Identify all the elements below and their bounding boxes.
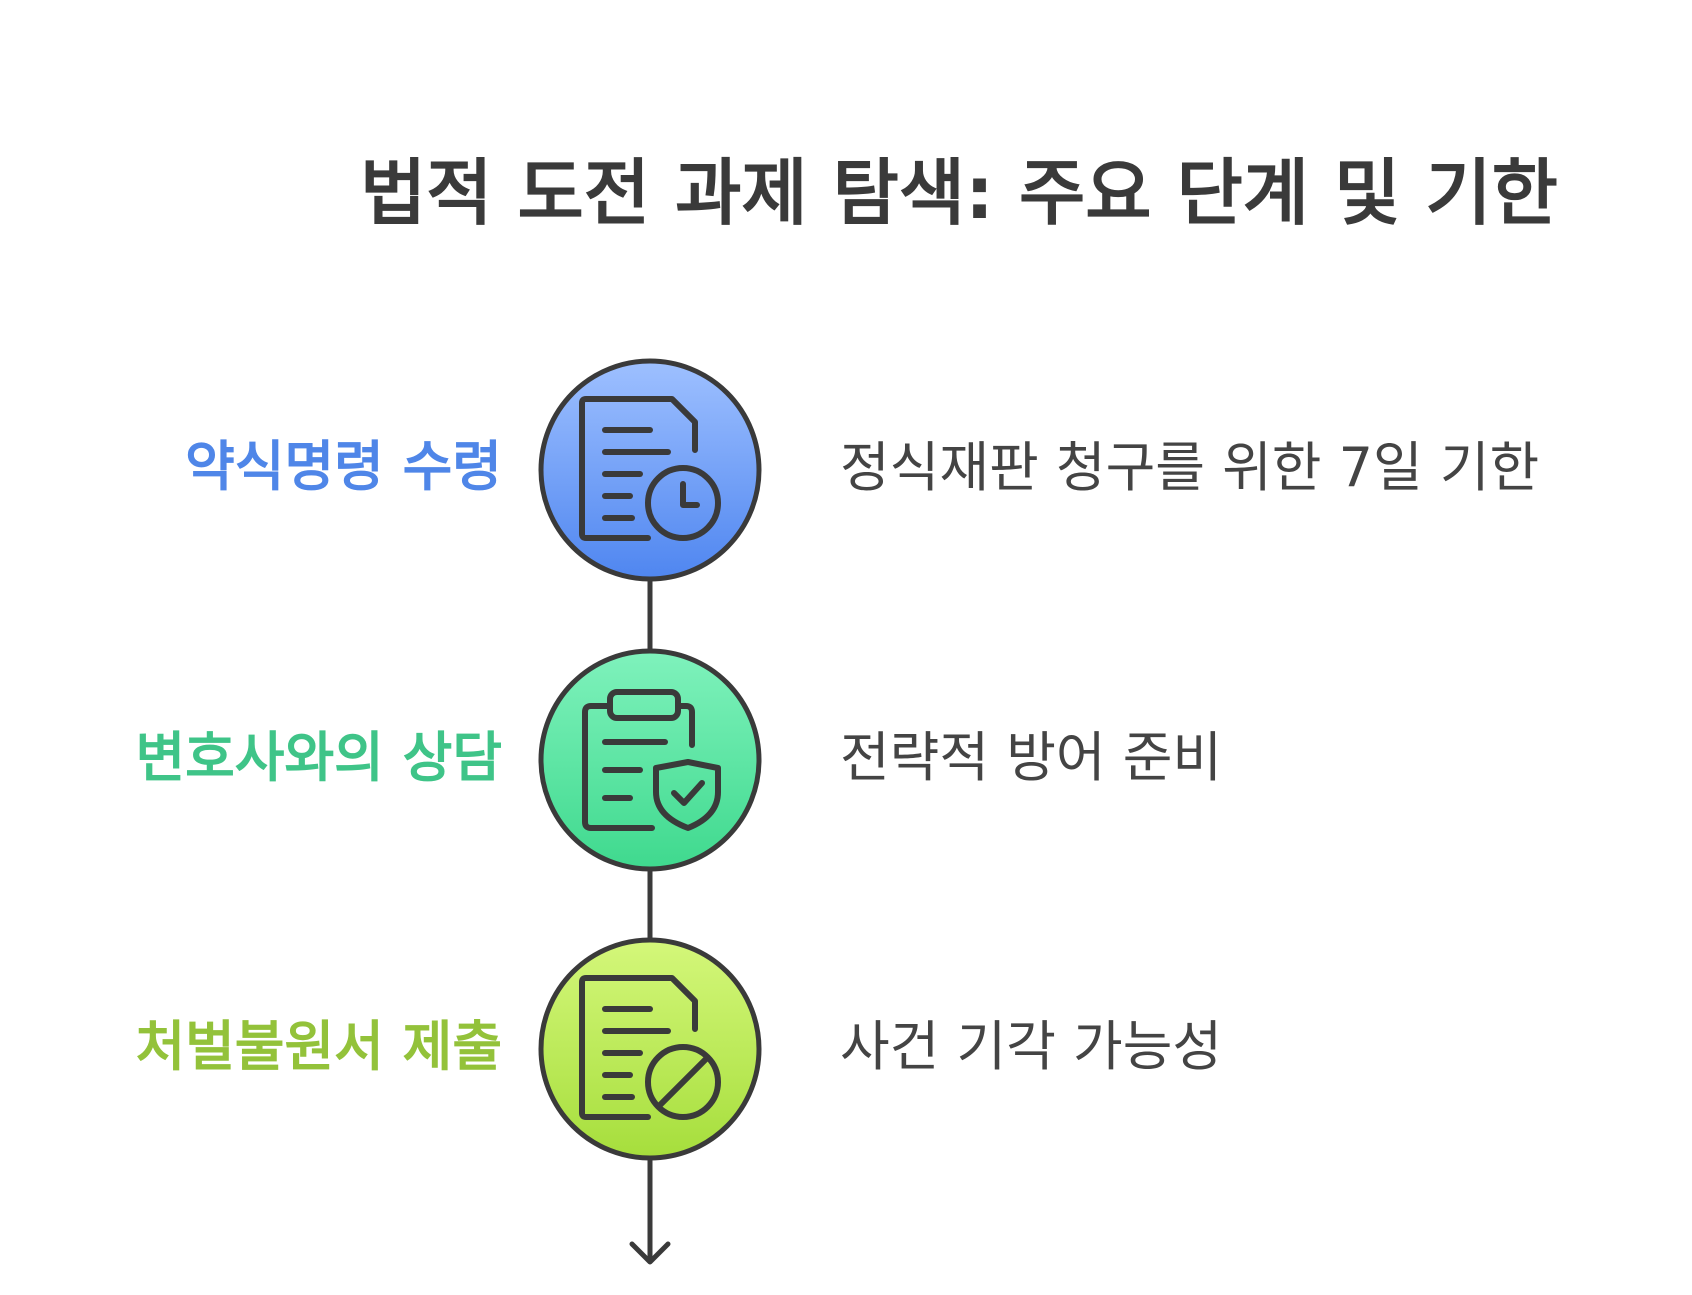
step-label-3: 처벌불원서 제출 <box>135 1015 502 1078</box>
step-description-3: 사건 기각 가능성 <box>840 1015 1223 1078</box>
document-ban-icon <box>579 975 721 1120</box>
step-label-2: 변호사와의 상담 <box>135 726 502 789</box>
step-node-2 <box>538 648 762 872</box>
step-node-3 <box>538 937 762 1161</box>
clipboard-shield-icon <box>582 689 721 831</box>
step-label-1: 약식명령 수령 <box>185 435 502 498</box>
step-description-2: 전략적 방어 준비 <box>840 726 1223 789</box>
page-title: 법적 도전 과제 탐색: 주요 단계 및 기한 <box>360 151 1558 235</box>
step-node-1 <box>538 358 762 582</box>
step-description-1: 정식재판 청구를 위한 7일 기한 <box>840 436 1540 499</box>
document-clock-icon <box>579 396 721 541</box>
arrow-head-icon <box>629 1241 671 1265</box>
